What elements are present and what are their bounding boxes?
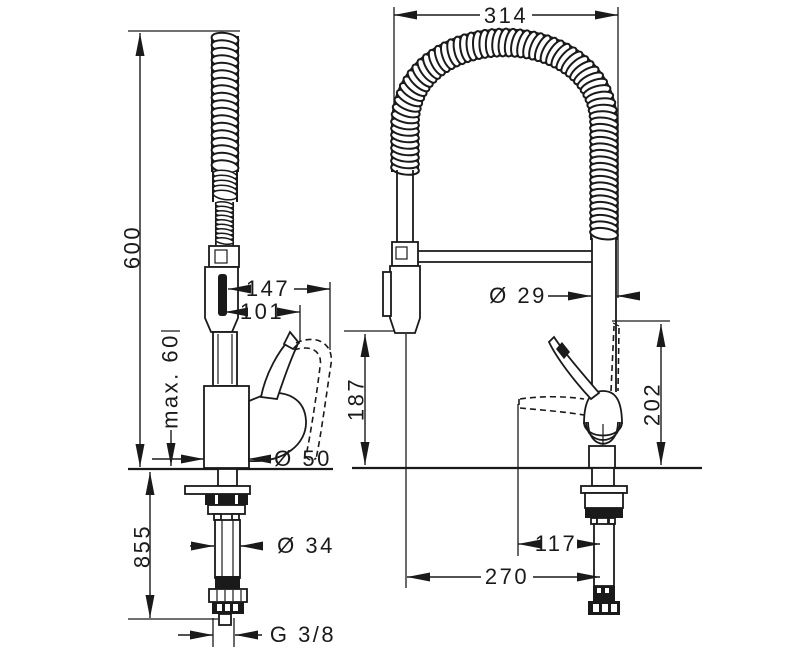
dim-314: 314 [394, 3, 618, 28]
dim-label-147: 147 [246, 276, 290, 301]
faucet-body-side [203, 385, 250, 469]
dim-g38: G 3/8 [178, 622, 336, 647]
dim-label-101: 101 [240, 299, 284, 324]
dim-label-202: 202 [640, 382, 665, 426]
dim-max-60: max. 60 [158, 333, 183, 466]
mounting-hardware-side [184, 468, 251, 626]
dim-diameter-50: Ø 50 [152, 446, 332, 471]
mounting-hardware-front [580, 467, 628, 615]
dim-label-117: 117 [535, 531, 578, 556]
spring-hose-arch [390, 27, 619, 241]
spray-grip-stripe [218, 274, 227, 316]
dim-101: 101 [225, 299, 300, 324]
supply-pipe-side [212, 331, 238, 387]
dim-187: 187 [344, 334, 370, 465]
side-view: 600 855 max. 60 147 101 Ø 50 Ø 34 [120, 30, 336, 647]
spout-column [591, 238, 617, 392]
escutcheon-plate-front [580, 485, 628, 494]
dim-label-270: 270 [485, 564, 529, 589]
dim-diameter-29: Ø 29 [489, 283, 640, 308]
dim-label-g38: G 3/8 [270, 622, 336, 647]
lever-grip-stripe [556, 342, 570, 359]
lever-handle-side [248, 330, 307, 462]
dim-270: 270 [407, 564, 600, 589]
dim-600: 600 [120, 33, 145, 467]
lever-handle-alt-position-dashed [293, 338, 333, 461]
spring-hose-side [210, 31, 240, 246]
dim-label-max60: max. 60 [158, 333, 183, 429]
dim-label-314: 314 [484, 3, 528, 28]
dim-label-855: 855 [130, 524, 155, 568]
dim-147: 147 [228, 276, 330, 301]
handle-front [547, 335, 623, 469]
spray-head-front [382, 170, 592, 334]
dim-202: 202 [640, 324, 666, 465]
dim-label-187: 187 [344, 377, 369, 421]
threaded-shank-side [214, 519, 241, 579]
dim-117: 117 [518, 531, 600, 556]
dim-label-34: Ø 34 [277, 533, 335, 558]
dim-label-50: Ø 50 [274, 446, 332, 471]
escutcheon-plate [184, 485, 251, 495]
dim-label-600: 600 [120, 225, 145, 269]
dim-label-29: Ø 29 [489, 283, 547, 308]
dim-855: 855 [130, 472, 155, 618]
dim-diameter-34: Ø 34 [190, 533, 335, 558]
front-view: 314 Ø 29 187 202 117 270 [344, 3, 702, 615]
spray-clip [382, 271, 392, 317]
lever-positions-dashed [518, 322, 620, 416]
